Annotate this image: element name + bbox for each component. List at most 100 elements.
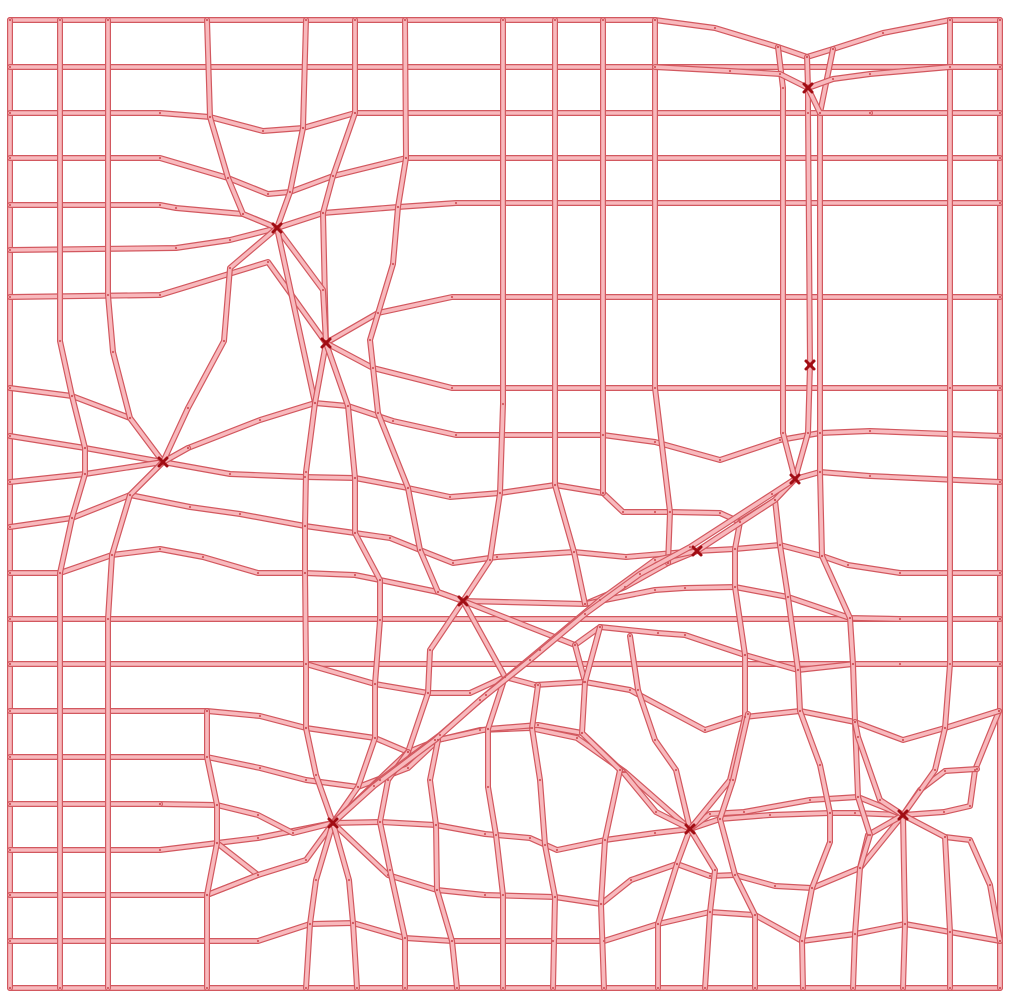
grid-joint <box>346 404 350 408</box>
grid-joint <box>998 156 1002 160</box>
grid-joint <box>998 295 1002 299</box>
grid-joint <box>186 406 190 410</box>
grid-joint <box>806 431 810 435</box>
grid-edge <box>653 65 810 90</box>
grid-joint <box>215 841 219 845</box>
grid-joint <box>623 770 627 774</box>
grid-edge <box>8 726 692 831</box>
grid-joint <box>201 555 205 559</box>
grid-joint <box>602 939 606 943</box>
grid-joint <box>8 295 12 299</box>
grid-joint <box>501 402 505 406</box>
grid-joint <box>599 902 603 906</box>
grid-joint <box>8 248 12 252</box>
grid-joint <box>8 156 12 160</box>
grid-joint <box>448 495 452 499</box>
grid-joint <box>266 192 270 196</box>
grid-joint <box>435 888 439 892</box>
grid-joint <box>406 766 410 770</box>
grid-edge <box>598 625 1002 672</box>
grid-joint <box>83 472 87 476</box>
grid-joint <box>111 350 115 354</box>
grid-joint <box>373 682 377 686</box>
grid-joint <box>781 86 785 90</box>
singularity-marker <box>684 823 696 835</box>
grid-edge <box>776 45 797 481</box>
grid-joint <box>528 836 532 840</box>
grid-joint <box>898 617 902 621</box>
grid-joint <box>818 431 822 435</box>
grid-joint <box>371 366 375 370</box>
grid-joint <box>998 386 1002 390</box>
grid-joint <box>601 18 605 22</box>
grid-edge <box>901 813 952 990</box>
grid-joint <box>128 416 132 420</box>
grid-joint <box>998 18 1002 22</box>
grid-joint <box>304 986 308 990</box>
grid-joint <box>603 838 607 842</box>
grid-joint <box>406 750 410 754</box>
grid-edge <box>161 401 1002 464</box>
grid-joint <box>553 483 557 487</box>
grid-joint <box>718 511 722 515</box>
grid-joint <box>555 848 559 852</box>
grid-edge <box>806 65 1002 90</box>
grid-joint <box>856 795 860 799</box>
grid-joint <box>501 986 505 990</box>
grid-joint <box>728 69 732 73</box>
grid-edge <box>331 477 797 825</box>
grid-joint <box>683 633 687 637</box>
grid-edge <box>303 341 335 825</box>
grid-edge <box>628 634 692 990</box>
grid-joint <box>8 111 12 115</box>
grid-edge <box>368 18 465 603</box>
grid-joint <box>753 913 757 917</box>
grid-edge <box>573 643 1001 742</box>
grid-joint <box>498 491 502 495</box>
grid-joint <box>158 802 162 806</box>
grid-joint <box>428 778 432 782</box>
singularity-marker <box>157 456 169 468</box>
grid-edge <box>324 341 382 825</box>
grid-joint <box>878 798 882 802</box>
grid-joint <box>228 266 232 270</box>
grid-edge <box>773 498 832 990</box>
grid-joint <box>372 784 376 788</box>
grid-joint <box>266 260 270 264</box>
grid-joint <box>313 401 317 405</box>
grid-joint <box>536 683 540 687</box>
grid-joint <box>503 675 507 679</box>
grid-joint <box>943 835 947 839</box>
grid-joint <box>347 878 351 882</box>
grid-joint <box>998 986 1002 990</box>
grid-joint <box>530 726 534 730</box>
grid-joint <box>455 986 459 990</box>
grid-joint <box>975 767 979 771</box>
grid-joint <box>903 922 907 926</box>
grid-joint <box>856 735 860 739</box>
grid-edge <box>304 821 335 990</box>
grid-joint <box>828 811 832 815</box>
grid-edge-outline <box>7 725 693 832</box>
grid-edge <box>793 470 1002 484</box>
grid-joint <box>713 26 717 30</box>
grid-edge-outline <box>900 812 953 991</box>
grid-edge <box>695 543 1002 575</box>
grid-joint <box>881 31 885 35</box>
grid-joint <box>304 778 308 782</box>
grid-joint <box>158 547 162 551</box>
grid-edge <box>901 813 907 990</box>
grid-joint <box>943 769 947 773</box>
grid-joint <box>158 111 162 115</box>
grid-joint <box>158 293 162 297</box>
grid-joint <box>703 986 707 990</box>
grid-joint <box>536 723 540 727</box>
grid-joint <box>933 768 937 772</box>
grid-joint <box>801 986 805 990</box>
grid-joint <box>746 712 750 716</box>
grid-joint <box>776 45 780 49</box>
grid-joint <box>58 18 62 22</box>
grid-edge <box>58 18 87 990</box>
grid-joint <box>851 986 855 990</box>
grid-joint <box>733 585 737 589</box>
